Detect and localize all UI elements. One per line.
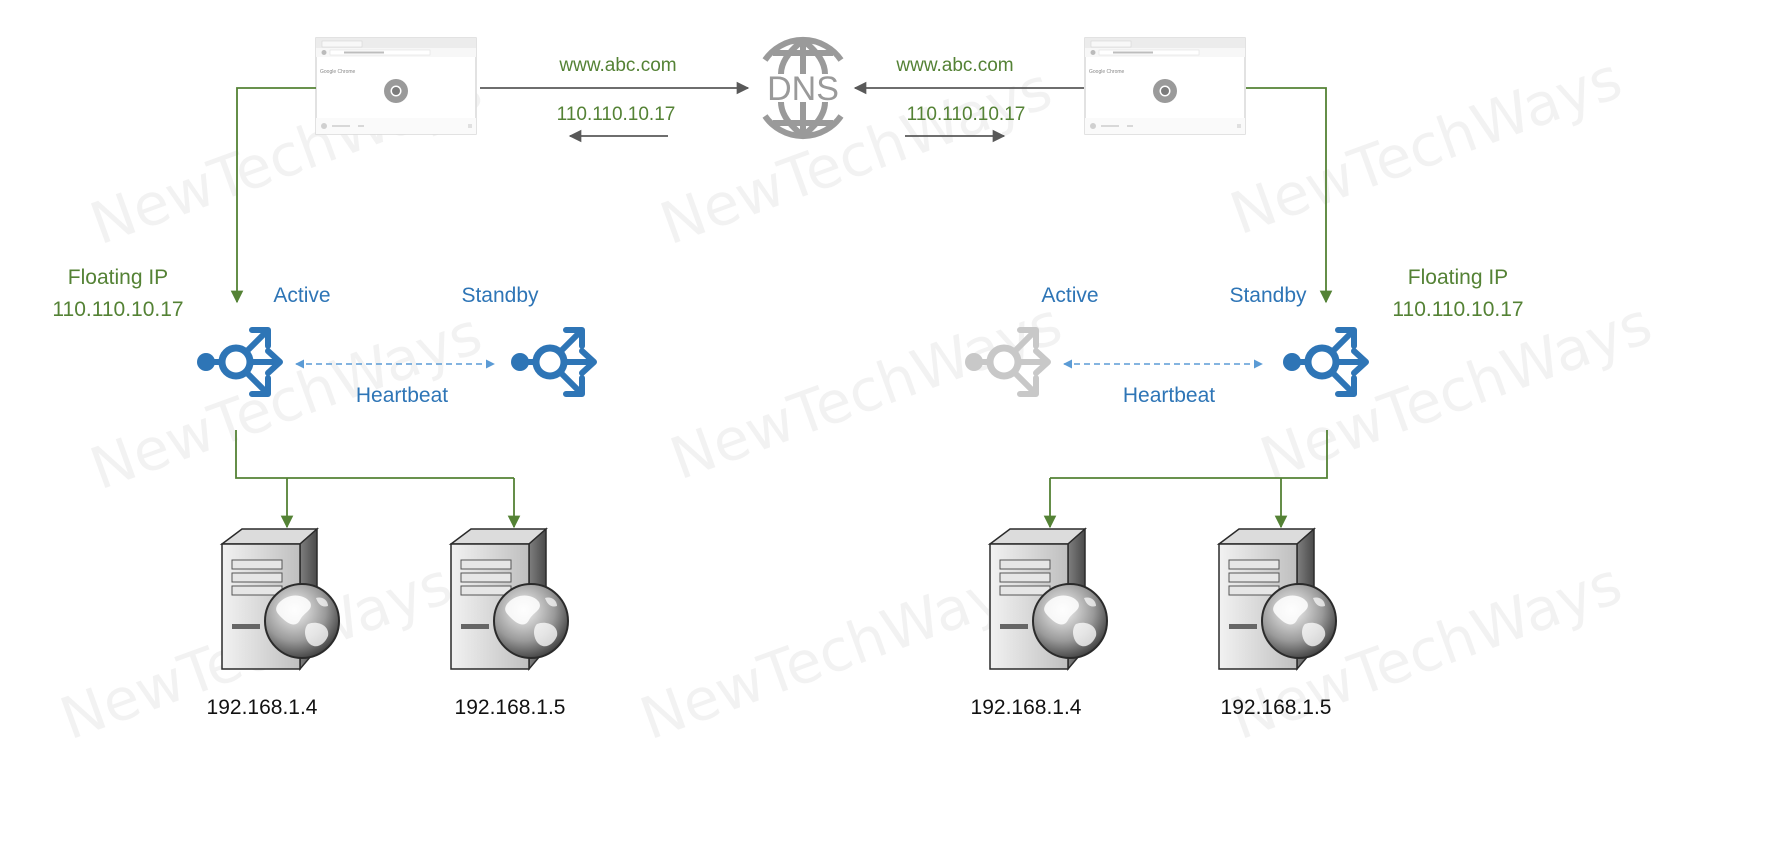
left-standby-load-balancer-icon [511, 330, 594, 394]
browser-brand-label: Google Chrome [320, 69, 356, 75]
right-domain-label: www.abc.com [895, 55, 1013, 76]
watermark-text: NewTechWays [632, 549, 1041, 753]
left-server-2-ip: 192.168.1.5 [455, 696, 566, 719]
right-heartbeat-label: Heartbeat [1123, 384, 1215, 407]
left-floating-ip-label: Floating IP [68, 266, 168, 289]
left-heartbeat-label: Heartbeat [356, 384, 448, 407]
right-active-label: Active [1041, 284, 1098, 307]
right-server-1-ip: 192.168.1.4 [971, 696, 1082, 719]
right-client-to-standby-arrow [1246, 87, 1333, 304]
watermark-text: NewTechWays [662, 289, 1071, 493]
right-web-server-1-icon [989, 528, 1108, 670]
right-server-2-ip: 192.168.1.5 [1221, 696, 1332, 719]
right-standby-load-balancer-icon [1283, 330, 1366, 394]
left-client-to-active-arrow [230, 87, 316, 304]
right-floating-ip-label: Floating IP [1408, 266, 1508, 289]
dns-label: DNS [767, 70, 839, 108]
browser-brand-label: Google Chrome [1089, 69, 1125, 75]
left-standby-label: Standby [461, 284, 539, 307]
watermark-text: NewTechWays [652, 54, 1061, 258]
watermark-text: NewTechWays [1222, 44, 1631, 248]
right-resolved-ip-label: 110.110.10.17 [907, 104, 1026, 125]
dns-query-arrows [480, 81, 1084, 143]
right-backend-bus [1050, 430, 1328, 479]
backend-links [235, 430, 1328, 529]
left-floating-ip-value: 110.110.10.17 [52, 298, 183, 321]
dns-globe-icon: DNS [762, 36, 844, 140]
left-backend-bus [235, 430, 514, 479]
right-browser-window-icon: Google Chrome [1084, 37, 1246, 135]
right-web-server-2-icon [1218, 528, 1337, 670]
left-browser-window-icon: Google Chrome [315, 37, 477, 135]
left-active-label: Active [273, 284, 330, 307]
left-web-server-2-icon [450, 528, 569, 670]
client-traffic-arrows [230, 87, 1333, 304]
right-standby-label: Standby [1229, 284, 1307, 307]
left-server-1-ip: 192.168.1.4 [207, 696, 318, 719]
right-floating-ip-value: 110.110.10.17 [1392, 298, 1523, 321]
left-domain-label: www.abc.com [558, 55, 676, 76]
left-web-server-1-icon [221, 528, 340, 670]
left-resolved-ip-label: 110.110.10.17 [557, 104, 676, 125]
